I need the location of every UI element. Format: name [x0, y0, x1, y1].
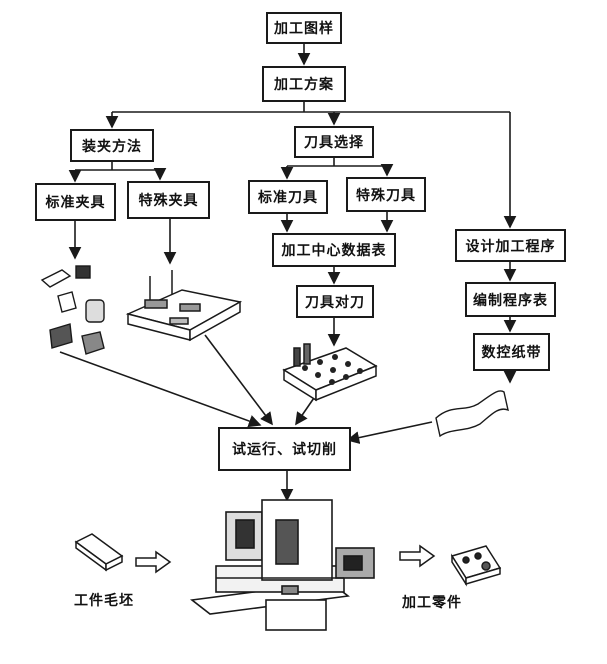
standard-fixture-box: 标准夹具	[35, 183, 116, 221]
nc-tape-box: 数控纸带	[473, 333, 550, 371]
trial-run-box: 试运行、试切削	[218, 427, 351, 471]
drawing-box: 加工图样	[266, 12, 342, 44]
tool-setting-box: 刀具对刀	[296, 285, 374, 318]
plan-box: 加工方案	[262, 66, 346, 102]
workpiece-blank-label: 工件毛坯	[74, 593, 134, 609]
workpiece-blank-image	[74, 533, 124, 572]
special-tool-box: 特殊刀具	[346, 177, 426, 212]
tool-rack-image	[282, 343, 378, 402]
finished-part-label: 加工零件	[402, 595, 462, 611]
program-sheet-box: 编制程序表	[465, 282, 556, 317]
tool-selection-box: 刀具选择	[294, 126, 374, 158]
standard-fixture-parts-image	[40, 265, 105, 355]
special-fixture-box: 特殊夹具	[127, 181, 210, 219]
hollow-arrow-left	[135, 550, 172, 574]
tool-data-table-box: 加工中心数据表	[272, 233, 396, 267]
hollow-arrow-right	[399, 544, 436, 568]
design-program-box: 设计加工程序	[455, 229, 566, 262]
finished-part-image	[450, 545, 502, 587]
clamping-method-box: 装夹方法	[70, 129, 154, 162]
machining-center-image	[189, 499, 375, 631]
punched-tape-image	[435, 390, 509, 438]
special-fixture-plate-image	[125, 270, 243, 342]
standard-tool-box: 标准刀具	[248, 180, 328, 214]
